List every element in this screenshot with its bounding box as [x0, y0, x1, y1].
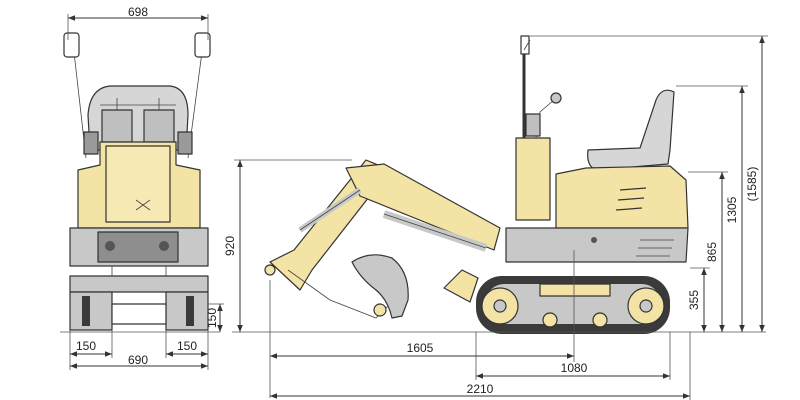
- dim-reach-1605: 1605: [407, 341, 434, 355]
- front-tracks: [69, 275, 209, 331]
- dim-blade-height: 355: [687, 290, 701, 310]
- side-view: [232, 35, 766, 334]
- side-track: [476, 276, 670, 334]
- front-control-levers: [83, 98, 193, 155]
- dim-overall-length: 2210: [467, 382, 494, 396]
- dim-track-left: 150: [76, 339, 96, 353]
- dozer-blade: [443, 269, 479, 303]
- engine-cover: [555, 165, 689, 229]
- front-dimensions: 698 150 150 690 150: [67, 5, 224, 370]
- left-mirror: [63, 32, 87, 159]
- dim-canopy-height: (1585): [745, 167, 759, 202]
- operator-seat: [587, 89, 675, 171]
- dim-front-top-width: 698: [128, 5, 148, 19]
- dim-ground-clearance: 150: [205, 308, 219, 328]
- dim-front-bottom-width: 690: [128, 353, 148, 367]
- dim-body-height: 865: [705, 242, 719, 262]
- upper-frame: [505, 227, 689, 263]
- bucket: [351, 254, 409, 319]
- dim-boom-height: 920: [223, 236, 237, 256]
- dim-seat-height: 1305: [725, 196, 739, 223]
- side-dimensions: 920 1605 1080 2210 355 865 1305 (1585): [223, 35, 768, 400]
- front-view: [60, 32, 220, 333]
- control-console: [515, 137, 551, 221]
- boom: [345, 163, 501, 251]
- dim-track-length: 1080: [561, 361, 588, 375]
- dim-track-right: 150: [177, 339, 197, 353]
